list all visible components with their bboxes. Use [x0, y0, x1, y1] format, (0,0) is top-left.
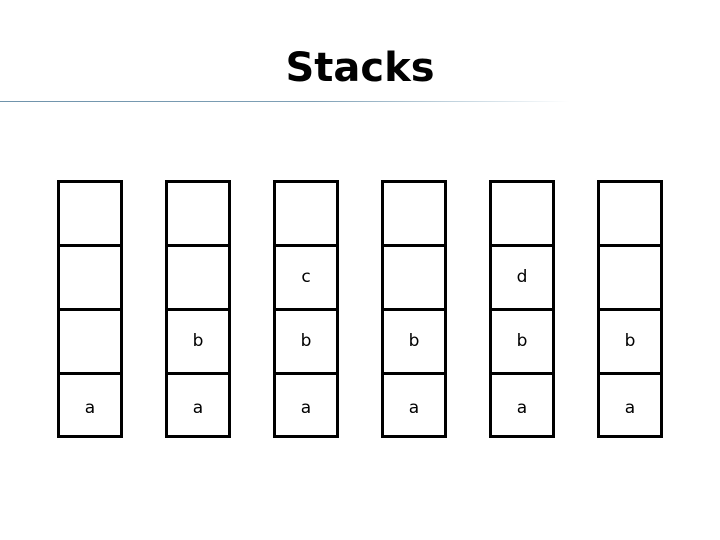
stack-cell-empty — [168, 247, 228, 311]
page-title: Stacks — [285, 45, 435, 91]
stack-cell-filled: a — [300, 397, 312, 418]
stack-cell-filled: a — [408, 397, 420, 418]
stack-cell-filled: b — [600, 311, 660, 375]
title-divider — [0, 101, 570, 102]
stack-cell-empty — [60, 311, 120, 375]
stack-cell-empty — [60, 183, 120, 247]
stack-cell-filled: b — [384, 311, 444, 375]
stack-cell-filled: d — [492, 247, 552, 311]
stack-cell-filled: b — [276, 311, 336, 375]
stack-cell-empty — [60, 247, 120, 311]
stack-cell-empty — [600, 183, 660, 247]
stack-cell-filled: b — [168, 311, 228, 375]
stack-cell-filled: a — [624, 397, 636, 418]
stack-cell-empty — [276, 183, 336, 247]
stack-cell-empty — [384, 183, 444, 247]
stack-cell-filled: a — [84, 397, 96, 418]
stack-column: a — [57, 180, 123, 438]
stack-cell-filled: c — [276, 247, 336, 311]
stack-cell-empty — [168, 183, 228, 247]
stack-cell-filled: b — [492, 311, 552, 375]
stack-cell-filled: a — [192, 397, 204, 418]
stack-cell-filled: a — [516, 397, 528, 418]
stack-cell-empty — [384, 247, 444, 311]
stack-cell-empty — [600, 247, 660, 311]
stack-cell-empty — [492, 183, 552, 247]
